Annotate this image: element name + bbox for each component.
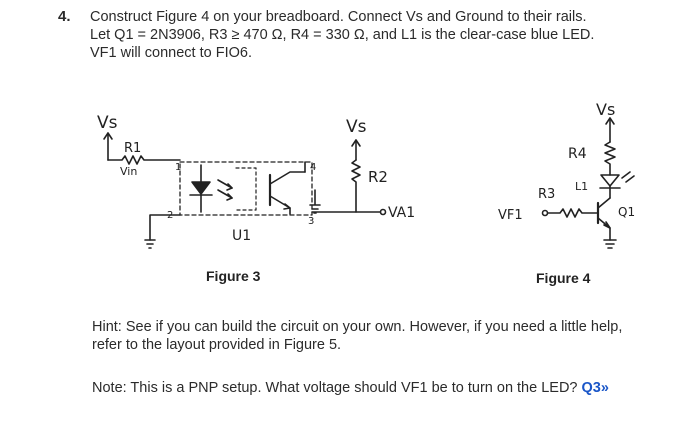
fig3-vs-left-label: Vs bbox=[97, 113, 118, 133]
fig3-va1-label: VA1 bbox=[388, 205, 415, 221]
fig4-vf1-label: VF1 bbox=[498, 208, 523, 223]
question-number: 4. bbox=[58, 8, 71, 25]
note-line: Note: This is a PNP setup. What voltage … bbox=[92, 380, 609, 396]
fig3-vs-right-label: Vs bbox=[346, 117, 367, 137]
fig3-pin3-label: 3 bbox=[308, 216, 314, 227]
note-text: Note: This is a PNP setup. What voltage … bbox=[92, 380, 578, 396]
hint-text: Hint: See if you can build the circuit o… bbox=[92, 319, 623, 353]
fig4-q1-label: Q1 bbox=[618, 205, 635, 219]
fig3-pin4-label: 4 bbox=[310, 162, 316, 173]
question-line-3: VF1 will connect to FIO6. bbox=[90, 45, 252, 61]
figure4-diagram bbox=[541, 117, 635, 249]
q3-link[interactable]: Q3» bbox=[581, 380, 609, 396]
fig3-u1-label: U1 bbox=[232, 228, 251, 244]
fig3-vin-label: Vin bbox=[120, 165, 137, 178]
fig3-pin2-label: 2 bbox=[167, 210, 173, 221]
fig3-r2-label: R2 bbox=[368, 168, 388, 186]
fig4-l1-label: L1 bbox=[575, 180, 588, 193]
question-line-2: Let Q1 = 2N3906, R3 ≥ 470 Ω, R4 = 330 Ω,… bbox=[90, 27, 595, 43]
question-line-1: Construct Figure 4 on your breadboard. C… bbox=[90, 9, 587, 25]
figure3-diagram bbox=[103, 132, 387, 249]
fig4-vs-label: Vs bbox=[596, 100, 615, 119]
fig3-pin1-label: 1 bbox=[175, 162, 181, 173]
question-text: Construct Figure 4 on your breadboard. C… bbox=[90, 8, 680, 62]
figure4-caption: Figure 4 bbox=[536, 270, 591, 286]
figure3-caption: Figure 3 bbox=[206, 268, 261, 284]
fig4-r3-label: R3 bbox=[538, 187, 555, 202]
fig3-r1-label: R1 bbox=[124, 141, 141, 156]
fig4-r4-label: R4 bbox=[568, 146, 587, 162]
